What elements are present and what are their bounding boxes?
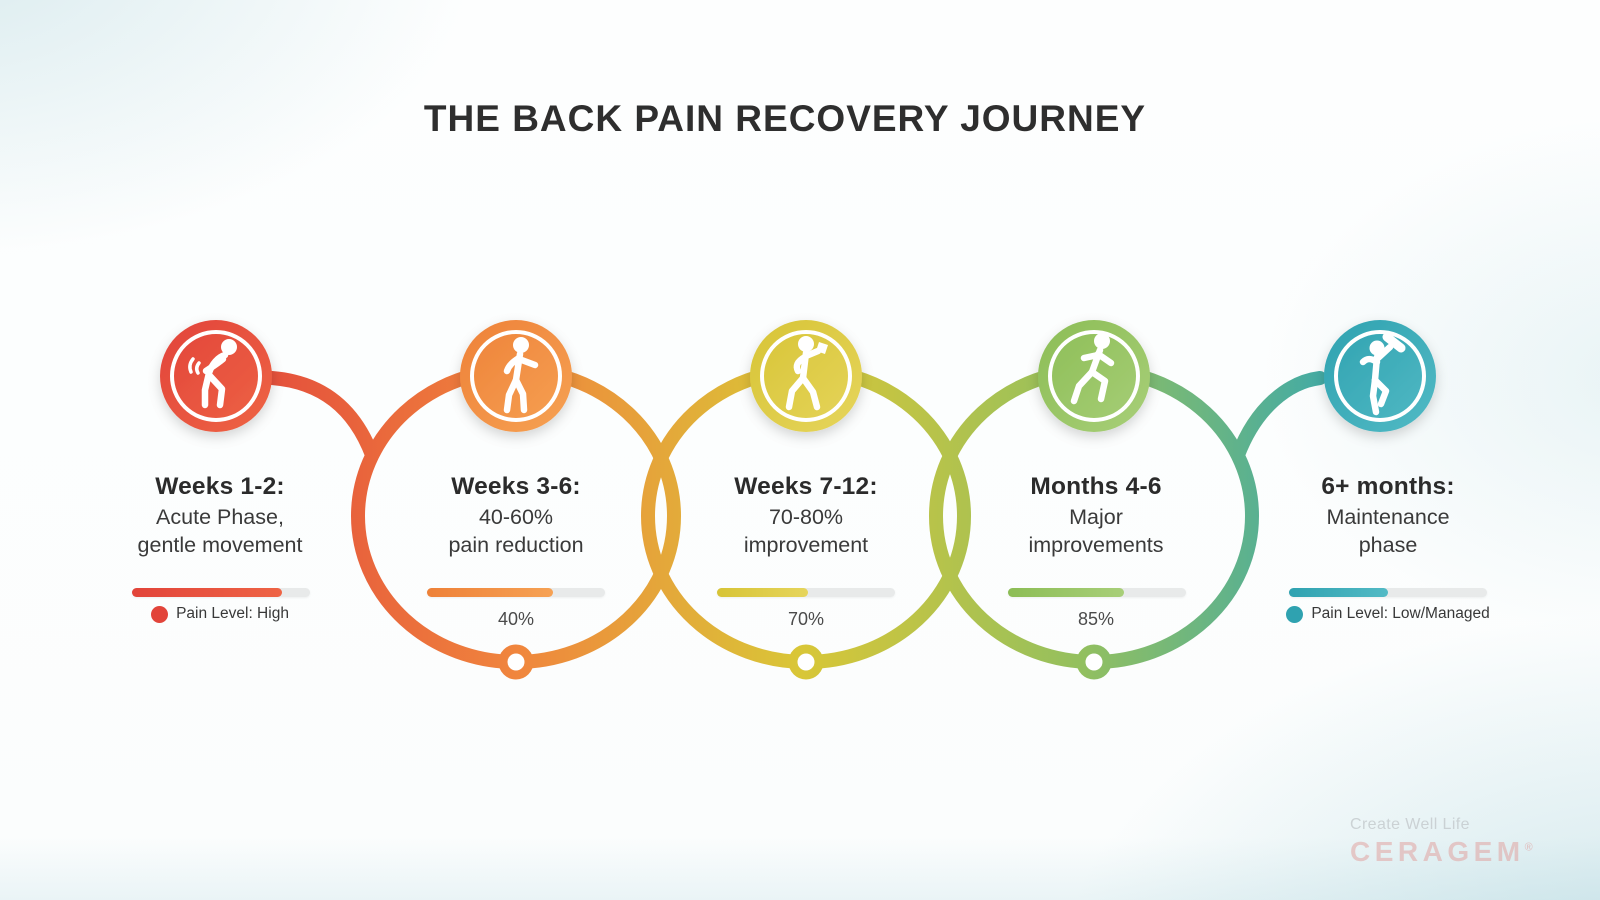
node-1 (498, 644, 534, 680)
stage2-progress-bar (427, 588, 605, 597)
brand-name: CERAGEM (1350, 836, 1525, 867)
stage3-line1: 70-80% (768, 505, 844, 529)
stage5-pain-bar (1289, 588, 1487, 597)
registered-mark-icon: ® (1524, 841, 1533, 854)
stage3-text: Weeks 7-12: 70-80% improvement (674, 472, 938, 559)
stage1-pain-bar-fill (132, 588, 282, 597)
stage1-heading: Weeks 1-2: (155, 473, 285, 500)
pain-level-high-dot-icon (151, 605, 169, 623)
brand-tagline: Create Well Life (1350, 816, 1470, 833)
gentle-walk-person-icon (460, 320, 572, 432)
node-2 (788, 644, 824, 680)
active-walk-person-icon (750, 320, 862, 432)
stage3-line2: improvement (743, 532, 869, 557)
stage4-heading: Months 4-6 (1030, 473, 1162, 500)
stage3-percent-label: 70% (787, 609, 825, 629)
strength-person-icon (1324, 320, 1436, 432)
stage1-legend: Pain Level: High (88, 605, 352, 623)
stage3-heading: Weeks 7-12: (734, 473, 878, 500)
stage3-progress-bar-fill (717, 588, 808, 597)
brand-block: Create Well Life CERAGEM® (1350, 816, 1533, 868)
stage1-pain-bar (132, 588, 310, 597)
stage2-heading: Weeks 3-6: (451, 473, 581, 500)
stage5-heading: 6+ months: (1321, 473, 1455, 500)
page-title: THE BACK PAIN RECOVERY JOURNEY (423, 98, 1147, 139)
stage2-text: Weeks 3-6: 40-60% pain reduction (384, 472, 648, 559)
stage1-text: Weeks 1-2: Acute Phase, gentle movement (88, 472, 352, 559)
back-pain-person-icon (160, 320, 272, 432)
end-connector (1231, 371, 1327, 462)
stage4-line1: Major (1069, 505, 1123, 529)
stage4-progress-bar-fill (1008, 588, 1124, 597)
running-person-icon (1038, 320, 1150, 432)
stage5-line1: Maintenance (1326, 505, 1450, 529)
stage5-legend-label: Pain Level: Low/Managed (1311, 605, 1490, 622)
stage2-progress-bar-fill (427, 588, 554, 597)
stage3-progress-bar (717, 588, 895, 597)
stage5-line2: phase (1358, 532, 1418, 557)
loop-nodes (498, 644, 1112, 680)
stage2-line1: 40-60% (478, 505, 554, 529)
stage5-text: 6+ months: Maintenance phase (1256, 472, 1520, 559)
stage1-line2: gentle movement (137, 532, 303, 557)
stage4-line2: improvements (1028, 532, 1164, 557)
stage1-line1: Acute Phase, (156, 505, 284, 529)
pain-level-low-dot-icon (1286, 605, 1304, 623)
brand-logo: CERAGEM® (1350, 836, 1533, 868)
stage4-progress-bar (1008, 588, 1186, 597)
stage2-line2: pain reduction (448, 532, 584, 557)
stage4-percent-label: 85% (1077, 609, 1115, 629)
stage5-pain-bar-fill (1289, 588, 1388, 597)
stage5-legend: Pain Level: Low/Managed (1256, 605, 1520, 623)
stage1-legend-label: Pain Level: High (176, 605, 289, 622)
stage4-text: Months 4-6 Major improvements (964, 472, 1228, 559)
start-connector (265, 371, 379, 462)
stage2-percent-label: 40% (497, 609, 535, 629)
node-3 (1076, 644, 1112, 680)
